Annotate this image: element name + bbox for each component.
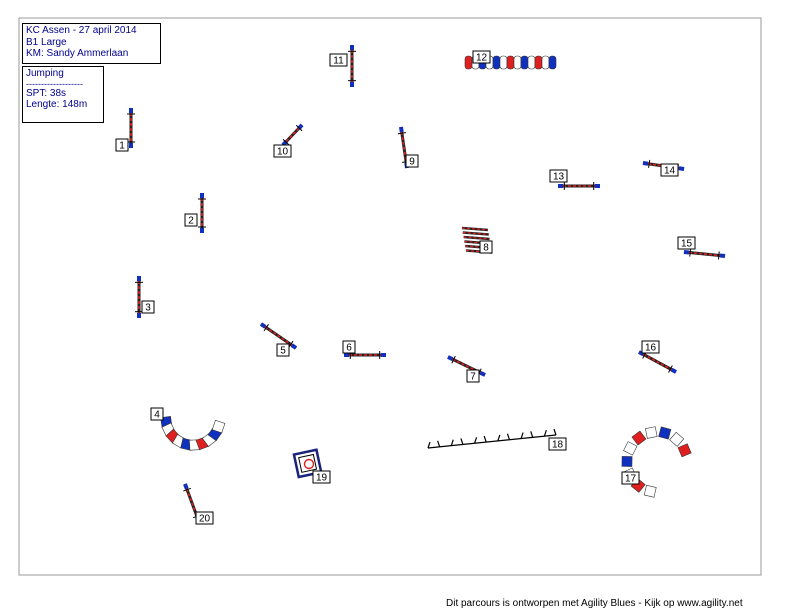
obstacle-3-jump xyxy=(135,276,143,318)
obstacle-2-number-label: 2 xyxy=(184,213,198,227)
class-label: B1 Large xyxy=(26,36,67,48)
svg-text:12: 12 xyxy=(476,53,488,64)
svg-text:5: 5 xyxy=(280,346,286,357)
svg-text:10: 10 xyxy=(277,147,289,158)
svg-text:7: 7 xyxy=(470,372,476,383)
obstacle-3-number-label: 3 xyxy=(141,300,155,314)
obstacle-13-number-label: 13 xyxy=(549,169,568,183)
obstacle-7-number-label: 7 xyxy=(466,369,480,383)
svg-text:19: 19 xyxy=(316,473,328,484)
obstacle-6-number-label: 6 xyxy=(342,340,356,354)
obstacle-8-number-label: 8 xyxy=(479,240,493,254)
obstacle-20-number-label: 20 xyxy=(195,511,214,525)
obstacle-19-number-label: 19 xyxy=(312,470,331,484)
obstacle-15-jump xyxy=(683,248,726,260)
run-info-box: Jumping ------------------- SPT: 38s Len… xyxy=(22,66,104,123)
svg-text:17: 17 xyxy=(625,474,637,485)
obstacle-10-jump xyxy=(281,123,304,147)
obstacle-18-weave-poles xyxy=(427,428,557,449)
obstacle-15-number-label: 15 xyxy=(677,236,696,250)
obstacle-5-number-label: 5 xyxy=(276,343,290,357)
obstacle-5-jump xyxy=(259,322,298,350)
svg-text:6: 6 xyxy=(346,343,352,354)
svg-text:3: 3 xyxy=(145,303,151,314)
obstacle-19-table xyxy=(292,448,323,479)
obstacle-10-number-label: 10 xyxy=(273,144,292,158)
obstacle-17-number-label: 17 xyxy=(621,471,640,485)
svg-text:8: 8 xyxy=(483,243,489,254)
spt-label: SPT: 38s xyxy=(26,87,67,99)
event-title: KC Assen - 27 april 2014 xyxy=(26,25,137,36)
svg-text:20: 20 xyxy=(199,514,211,525)
obstacle-11-jump xyxy=(348,45,356,87)
footer-credit: Dit parcours is ontworpen met Agility Bl… xyxy=(446,598,743,609)
svg-text:2: 2 xyxy=(188,216,194,227)
event-info-box: KC Assen - 27 april 2014 B1 Large KM: Sa… xyxy=(22,23,161,64)
obstacle-1-number-label: 1 xyxy=(115,138,129,152)
obstacle-16-number-label: 16 xyxy=(641,340,660,354)
svg-text:18: 18 xyxy=(552,440,564,451)
obstacle-11-number-label: 11 xyxy=(329,53,348,67)
obstacle-12-number-label: 12 xyxy=(472,50,491,64)
separator-line: ------------------- xyxy=(26,78,83,89)
svg-text:14: 14 xyxy=(664,166,676,177)
svg-text:11: 11 xyxy=(333,56,344,67)
obstacle-4-tunnel xyxy=(160,415,226,451)
obstacle-18-number-label: 18 xyxy=(548,437,567,451)
svg-text:9: 9 xyxy=(409,157,415,168)
obstacle-14-number-label: 14 xyxy=(660,163,679,177)
obstacle-12-tunnel xyxy=(464,55,557,70)
obstacle-6-jump xyxy=(344,351,386,359)
svg-text:15: 15 xyxy=(681,239,693,250)
run-type: Jumping xyxy=(26,68,64,79)
obstacle-9-number-label: 9 xyxy=(405,154,419,168)
svg-text:1: 1 xyxy=(119,141,125,152)
svg-text:16: 16 xyxy=(645,343,657,354)
svg-text:4: 4 xyxy=(154,410,160,421)
judge-label: KM: Sandy Ammerlaan xyxy=(26,48,129,59)
obstacle-13-jump xyxy=(558,182,600,190)
svg-text:13: 13 xyxy=(553,172,565,183)
obstacle-16-jump xyxy=(638,350,677,374)
obstacle-2-jump xyxy=(198,193,206,233)
length-label: Lengte: 148m xyxy=(26,99,88,110)
obstacle-4-number-label: 4 xyxy=(150,407,164,421)
